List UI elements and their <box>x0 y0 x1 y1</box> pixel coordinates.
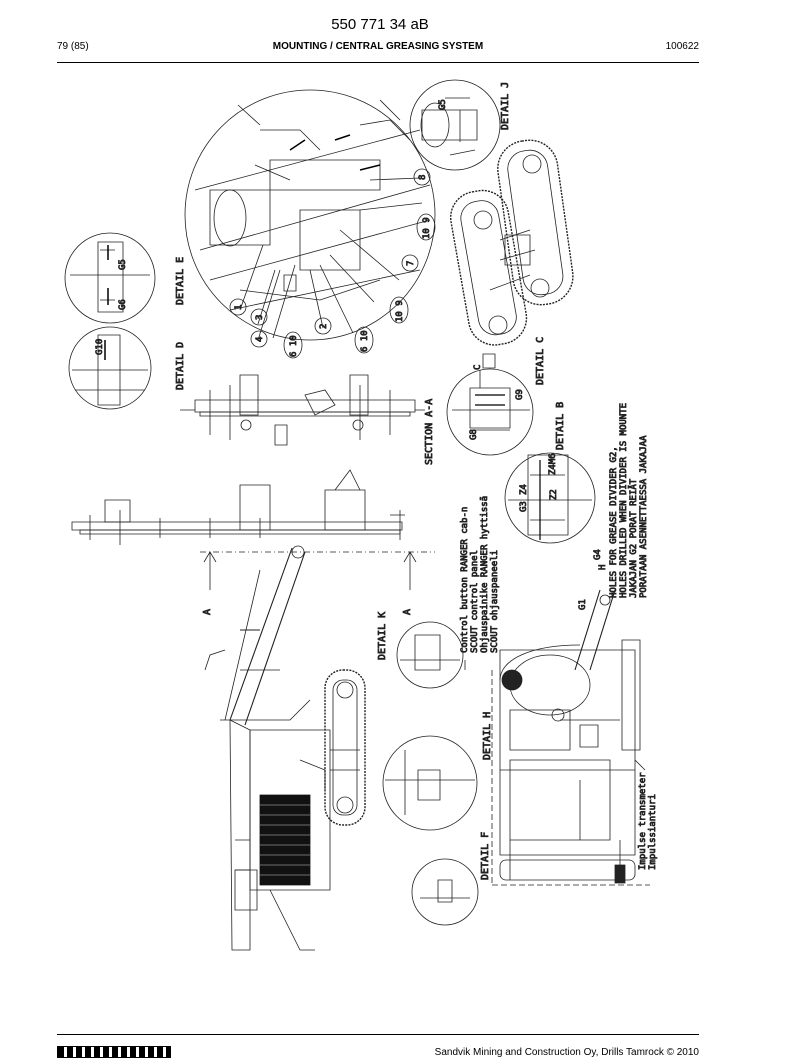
mark-g10-d: G10 <box>95 339 105 355</box>
detail-e-view: G5 G6 DETAIL E <box>65 233 186 323</box>
impulse-note-line-2: Impulssianturi <box>648 794 658 870</box>
balloon-1: 1 <box>234 305 244 310</box>
section-mark-a-right: A <box>402 609 413 615</box>
detail-f-view: DETAIL F <box>412 831 491 925</box>
balloon-8: 8 <box>418 175 428 180</box>
mark-g1: G1 <box>578 599 588 610</box>
mark-g5-e: G5 <box>118 259 128 270</box>
grease-note-line-2: HOLES DRILLED WHEN DIVIDER IS MOUNTE <box>619 403 629 598</box>
grease-note-line-1: HOLES FOR GREASE DIVIDER G2, <box>609 446 619 598</box>
balloon-7: 7 <box>406 261 416 266</box>
carrier-plan-view: H G1 C <box>473 364 650 885</box>
grease-note-line-3: JAKAJAN G2 PORAT REIÄT <box>628 478 639 598</box>
sandvik-logo <box>57 1046 171 1058</box>
page-header: 79 (85) MOUNTING / CENTRAL GREASING SYST… <box>57 41 699 55</box>
detail-b-label: DETAIL B <box>555 402 566 450</box>
balloon-4: 4 <box>255 337 265 342</box>
mark-g9-c: G9 <box>515 389 525 400</box>
document-number: 550 771 34 aB <box>331 16 429 33</box>
mark-g6-e: G6 <box>118 299 128 310</box>
document-date: 100622 <box>665 41 699 52</box>
mark-g3: G3 <box>519 501 529 512</box>
mark-g5-j: G5 <box>438 99 448 110</box>
grease-divider-note: HOLES FOR GREASE DIVIDER G2, HOLES DRILL… <box>609 403 650 599</box>
detail-j-label: DETAIL J <box>500 82 511 130</box>
control-note-line-4: SCOUT ohjauspaneeli <box>490 550 500 653</box>
detail-b-view: Z4M6 Z4 G3 Z2 G4 <box>505 453 603 560</box>
balloon-6-10-b: 6 10 <box>360 330 370 352</box>
mark-g8-c: G8 <box>469 429 479 440</box>
section-a-a-label: SECTION A-A <box>424 399 435 465</box>
section-mark-a-left: A <box>202 609 213 615</box>
impulse-note-line-1: Impulse transmeter <box>638 772 648 870</box>
section-title: MOUNTING / CENTRAL GREASING SYSTEM <box>272 41 484 52</box>
control-note-line-3: Ohjauspainike RANGER hyttissä <box>480 496 490 653</box>
control-note-line-1: Control button RANGER cab-n <box>460 507 470 653</box>
footer-rule <box>57 1034 699 1035</box>
mark-g4: G4 <box>593 549 603 560</box>
balloon-3: 3 <box>255 315 265 320</box>
detail-d-view: G10 DETAIL D <box>69 327 186 409</box>
detail-k-label: DETAIL K <box>377 612 388 660</box>
balloon-2: 2 <box>319 324 329 329</box>
page-count: 79 (85) <box>57 41 89 52</box>
section-a-a-view: SECTION A-A <box>180 375 435 465</box>
balloon-6-10-a: 6 10 <box>289 335 299 357</box>
technical-drawing: DETAIL J G5 1 4 3 6 10 2 6 10 10 9 7 10 … <box>60 70 658 960</box>
detail-j-view: DETAIL J G5 <box>410 80 511 170</box>
mark-z2: Z2 <box>549 489 559 500</box>
boom-side-view: A A <box>72 470 435 615</box>
balloon-10-9-b: 10 9 <box>422 217 432 239</box>
grease-note-line-4: PORATAAN ASENNETTAESSA JAKAJAA <box>639 435 649 598</box>
header-rule <box>57 62 699 63</box>
balloon-10-9-a: 10 9 <box>395 300 405 322</box>
impulse-note: Impulse transmeter Impulssianturi <box>635 760 658 870</box>
carrier-side-view <box>230 670 365 950</box>
mark-c: C <box>473 365 483 370</box>
central-detail-view <box>185 90 435 340</box>
detail-d-label: DETAIL D <box>175 342 186 390</box>
balloon-group: 1 4 3 6 10 2 6 10 10 9 7 10 9 8 <box>230 169 435 358</box>
detail-k-view: DETAIL K <box>377 611 463 688</box>
detail-c-label: DETAIL C <box>535 337 546 385</box>
detail-e-label: DETAIL E <box>175 257 186 305</box>
detail-h-view: DETAIL H <box>383 711 493 830</box>
boom-arm <box>205 546 310 725</box>
mark-z4: Z4 <box>519 484 529 495</box>
mark-h: H <box>598 565 608 570</box>
control-note-line-2: SCOUT control panel <box>470 550 480 653</box>
control-button-note: Control button RANGER cab-n SCOUT contro… <box>460 495 500 670</box>
detail-c-view: G8 G9 DETAIL C DETAIL B <box>447 336 566 455</box>
detail-h-label: DETAIL H <box>482 712 493 760</box>
detail-f-label: DETAIL F <box>480 832 491 880</box>
mark-z4m6: Z4M6 <box>548 453 558 475</box>
